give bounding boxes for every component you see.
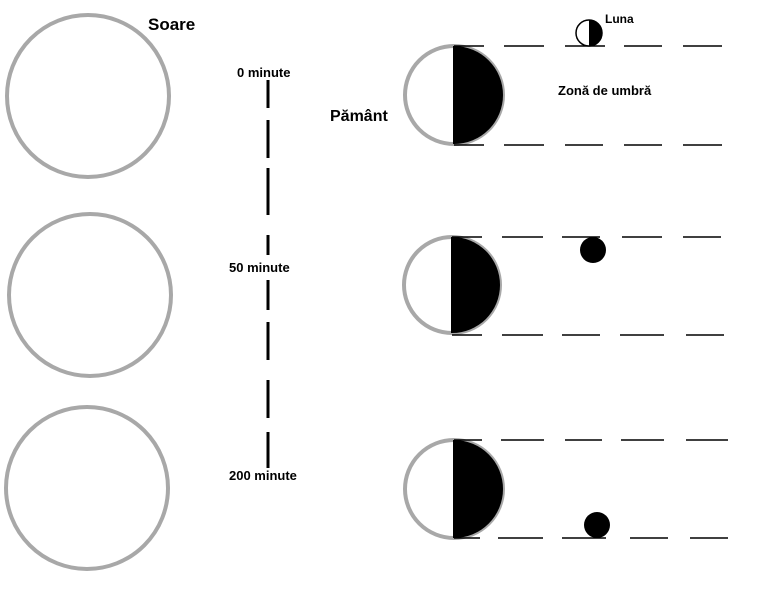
earth-2 [402, 235, 502, 335]
moon-3 [584, 512, 610, 538]
shadow-zone-lines-2 [452, 236, 724, 336]
shadow-zone-label: Zonă de umbră [558, 83, 652, 98]
time-label-50: 50 minute [229, 260, 290, 275]
moon-1 [575, 19, 603, 47]
shadow-zone-lines-3 [454, 439, 728, 539]
time-label-200: 200 minute [229, 468, 297, 483]
sun-circle-2 [7, 212, 173, 378]
moon-label: Luna [605, 12, 634, 26]
shadow-zone-lines-1 [454, 45, 722, 146]
earth-label: Pământ [330, 108, 388, 125]
time-label-0: 0 minute [237, 65, 290, 80]
earth-1 [403, 44, 505, 146]
sun-circle-1 [5, 13, 171, 179]
moon-2 [580, 237, 606, 263]
sun-label: Soare [148, 15, 195, 34]
sun-circle-3 [4, 405, 170, 571]
earth-3 [403, 438, 505, 540]
